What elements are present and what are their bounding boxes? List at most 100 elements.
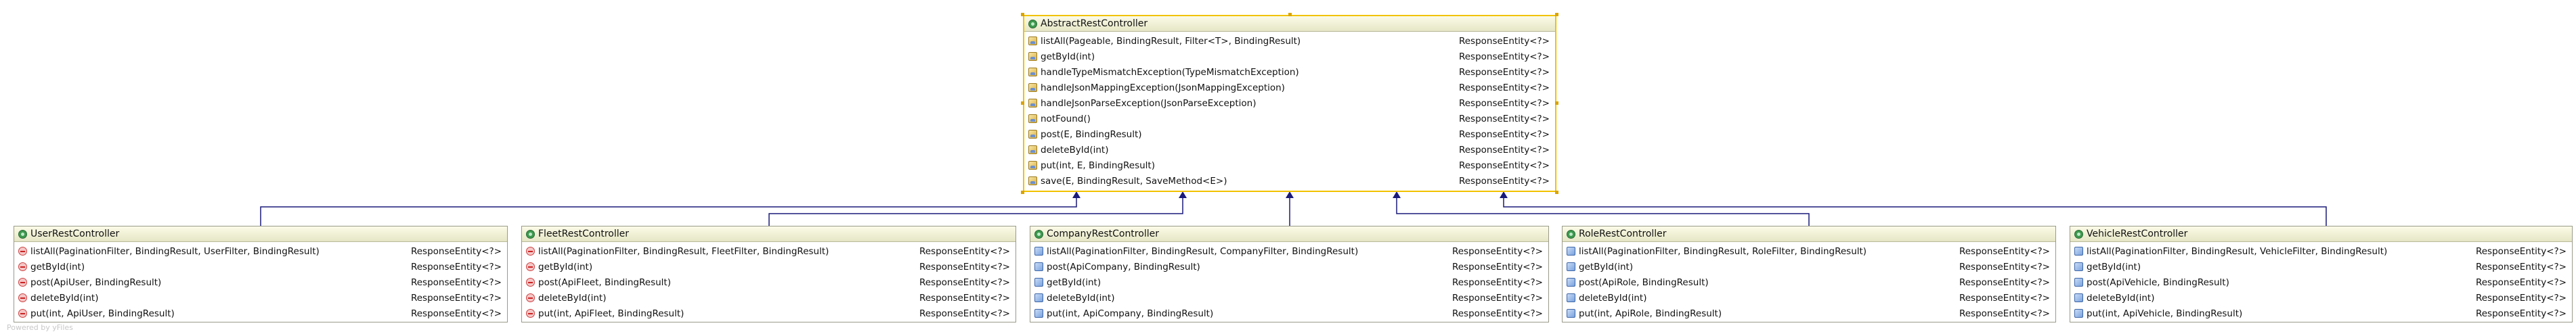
class-name: AbstractRestController	[1041, 18, 1148, 29]
method-row[interactable]: deleteById(int)ResponseEntity<?>	[14, 290, 507, 306]
method-row[interactable]: handleJsonMappingException(JsonMappingEx…	[1024, 80, 1555, 95]
selection-handle[interactable]	[1555, 101, 1558, 105]
class-name: RoleRestController	[1579, 229, 1667, 239]
class-name: VehicleRestController	[2087, 229, 2188, 239]
class-name: FleetRestController	[538, 229, 630, 239]
method-signature: deleteById(int)	[2087, 292, 2155, 304]
method-return-type: ResponseEntity<?>	[1959, 261, 2050, 272]
class-header: UserRestController	[14, 226, 507, 242]
selection-handle[interactable]	[1021, 13, 1024, 16]
protected-method-icon	[1028, 114, 1037, 123]
method-row[interactable]: post(ApiCompany, BindingResult)ResponseE…	[1030, 259, 1548, 274]
method-return-type: ResponseEntity<?>	[919, 292, 1010, 304]
method-signature: post(ApiCompany, BindingResult)	[1047, 261, 1200, 272]
class-fleet-rest-controller[interactable]: FleetRestController listAll(PaginationFi…	[521, 226, 1016, 322]
method-return-type: ResponseEntity<?>	[1959, 245, 2050, 257]
method-row[interactable]: getById(int)ResponseEntity<?>	[1563, 259, 2055, 274]
method-return-type: ResponseEntity<?>	[1959, 277, 2050, 288]
method-row[interactable]: post(E, BindingResult)ResponseEntity<?>	[1024, 126, 1555, 142]
method-signature: listAll(PaginationFilter, BindingResult,…	[30, 245, 320, 257]
method-signature: post(ApiFleet, BindingResult)	[538, 277, 671, 288]
method-signature: listAll(Pageable, BindingResult, Filter<…	[1041, 35, 1301, 47]
method-return-type: ResponseEntity<?>	[2475, 245, 2567, 257]
method-row[interactable]: listAll(PaginationFilter, BindingResult,…	[1030, 243, 1548, 259]
method-row[interactable]: put(int, E, BindingResult)ResponseEntity…	[1024, 158, 1555, 173]
method-row[interactable]: getById(int)ResponseEntity<?>	[14, 259, 507, 274]
arrowhead-role	[1393, 191, 1401, 198]
link-vehicle	[1503, 197, 2327, 226]
public-method-icon	[1034, 262, 1043, 271]
method-row[interactable]: listAll(PaginationFilter, BindingResult,…	[14, 243, 507, 259]
class-role-rest-controller[interactable]: RoleRestController listAll(PaginationFil…	[1562, 226, 2056, 322]
method-signature: post(ApiVehicle, BindingResult)	[2087, 277, 2229, 288]
method-signature: listAll(PaginationFilter, BindingResult,…	[538, 245, 829, 257]
method-row[interactable]: listAll(PaginationFilter, BindingResult,…	[2070, 243, 2572, 259]
selection-handle[interactable]	[1555, 13, 1558, 16]
method-signature: put(int, ApiFleet, BindingResult)	[538, 308, 684, 319]
method-row[interactable]: put(int, ApiVehicle, BindingResult)Respo…	[2070, 306, 2572, 321]
method-row[interactable]: put(int, ApiCompany, BindingResult)Respo…	[1030, 306, 1548, 321]
class-vehicle-rest-controller[interactable]: VehicleRestController listAll(Pagination…	[2070, 226, 2573, 322]
method-row[interactable]: listAll(PaginationFilter, BindingResult,…	[1563, 243, 2055, 259]
method-signature: put(int, ApiUser, BindingResult)	[30, 308, 175, 319]
method-signature: getById(int)	[2087, 261, 2141, 272]
public-method-icon	[1567, 262, 1575, 271]
method-row[interactable]: getById(int)ResponseEntity<?>	[1030, 274, 1548, 290]
method-return-type: ResponseEntity<?>	[410, 245, 502, 257]
method-row[interactable]: deleteById(int)ResponseEntity<?>	[1563, 290, 2055, 306]
selection-handle[interactable]	[1021, 101, 1024, 105]
arrowhead-company	[1286, 191, 1294, 198]
public-method-icon	[1567, 247, 1575, 256]
method-row[interactable]: post(ApiFleet, BindingResult)ResponseEnt…	[522, 274, 1016, 290]
method-row[interactable]: notFound()ResponseEntity<?>	[1024, 111, 1555, 126]
method-row[interactable]: save(E, BindingResult, SaveMethod<E>)Res…	[1024, 173, 1555, 189]
method-row[interactable]: deleteById(int)ResponseEntity<?>	[1024, 142, 1555, 158]
method-row[interactable]: post(ApiVehicle, BindingResult)ResponseE…	[2070, 274, 2572, 290]
method-row[interactable]: put(int, ApiUser, BindingResult) Response…	[14, 306, 507, 321]
class-abstract-rest-controller[interactable]: AbstractRestController listAll(Pageable,…	[1023, 15, 1556, 192]
method-row[interactable]: handleJsonParseException(JsonParseExcept…	[1024, 95, 1555, 111]
method-signature: put(int, E, BindingResult)	[1041, 160, 1155, 171]
protected-method-icon	[1028, 176, 1037, 185]
public-method-icon	[2074, 278, 2083, 287]
protected-method-icon	[1028, 83, 1037, 92]
method-signature: put(int, ApiCompany, BindingResult)	[1047, 308, 1214, 319]
selection-handle[interactable]	[1288, 13, 1292, 16]
method-row[interactable]: deleteById(int)ResponseEntity<?>	[2070, 290, 2572, 306]
class-header: VehicleRestController	[2070, 226, 2572, 242]
class-name: UserRestController	[30, 229, 120, 239]
watermark: Powered by yFiles	[7, 323, 73, 332]
public-method-icon	[2074, 247, 2083, 256]
selection-handle[interactable]	[1555, 191, 1558, 194]
method-signature: deleteById(int)	[538, 292, 607, 304]
method-return-type: ResponseEntity<?>	[410, 308, 502, 319]
method-signature: put(int, ApiRole, BindingResult)	[1579, 308, 1722, 319]
method-row[interactable]: deleteById(int)ResponseEntity<?>	[1030, 290, 1548, 306]
method-row[interactable]: put(int, ApiRole, BindingResult)Response…	[1563, 306, 2055, 321]
protected-method-icon	[1028, 37, 1037, 45]
method-return-type: ResponseEntity<?>	[1458, 175, 1550, 187]
method-row[interactable]: post(ApiRole, BindingResult)ResponseEnti…	[1563, 274, 2055, 290]
method-row[interactable]: getById(int)ResponseEntity<?>	[1024, 49, 1555, 64]
method-row[interactable]: getById(int)ResponseEntity<?>	[2070, 259, 2572, 274]
method-row[interactable]: listAll(PaginationFilter, BindingResult,…	[522, 243, 1016, 259]
method-row[interactable]: handleTypeMismatchException(TypeMismatch…	[1024, 64, 1555, 80]
protected-method-icon	[1028, 161, 1037, 170]
method-row[interactable]: deleteById(int) ResponseEntity<?>	[522, 290, 1016, 306]
method-row[interactable]: put(int, ApiFleet, BindingResult) Respons…	[522, 306, 1016, 321]
method-row[interactable]: listAll(Pageable, BindingResult, Filter<…	[1024, 33, 1555, 49]
arrowhead-vehicle	[1500, 191, 1508, 198]
method-return-type: ResponseEntity<?>	[1959, 292, 2050, 304]
method-row[interactable]: getById(int)ResponseEntity<?>	[522, 259, 1016, 274]
method-row[interactable]: post(ApiUser, BindingResult)ResponseEnti…	[14, 274, 507, 290]
private-method-icon	[526, 278, 535, 287]
class-company-rest-controller[interactable]: CompanyRestController listAll(Pagination…	[1030, 226, 1549, 322]
class-icon	[18, 229, 27, 239]
selection-handle[interactable]	[1021, 191, 1024, 194]
class-header: FleetRestController	[522, 226, 1016, 242]
private-method-icon	[526, 247, 535, 256]
class-name: CompanyRestController	[1047, 229, 1159, 239]
method-return-type: ResponseEntity<?>	[919, 308, 1010, 319]
class-user-rest-controller[interactable]: UserRestController listAll(PaginationFil…	[14, 226, 508, 322]
protected-method-icon	[1028, 145, 1037, 154]
